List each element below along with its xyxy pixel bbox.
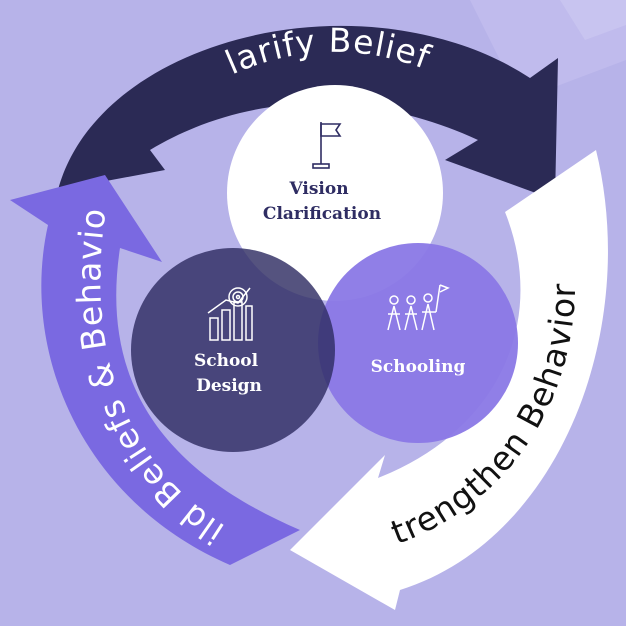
people-flag-icon	[387, 284, 450, 331]
school-design-label-line2: Design	[196, 376, 262, 396]
schooling-label: Schooling	[371, 357, 466, 377]
schooling-circle	[318, 243, 518, 443]
arc-arrow-build-beliefs-behaviors	[10, 175, 300, 565]
background-stripe	[560, 0, 626, 40]
vision-label-line1: Vision	[289, 179, 349, 199]
school-design-label-line1: School	[194, 351, 259, 371]
arc-arrow-strengthen-behaviors	[290, 150, 608, 610]
arc-arrow-clarify-beliefs	[58, 25, 558, 200]
svg-text:Vision Clarification: Vision Clarification	[263, 179, 381, 224]
svg-text:Schooling: Schooling	[371, 357, 466, 377]
svg-text:School Design: School Design	[194, 351, 264, 396]
growth-chart-target-icon	[207, 287, 253, 341]
flag-icon	[312, 122, 342, 169]
vision-label-line2: Clarification	[263, 204, 381, 224]
vision-clarification-circle	[227, 85, 443, 301]
school-design-circle	[131, 248, 335, 452]
